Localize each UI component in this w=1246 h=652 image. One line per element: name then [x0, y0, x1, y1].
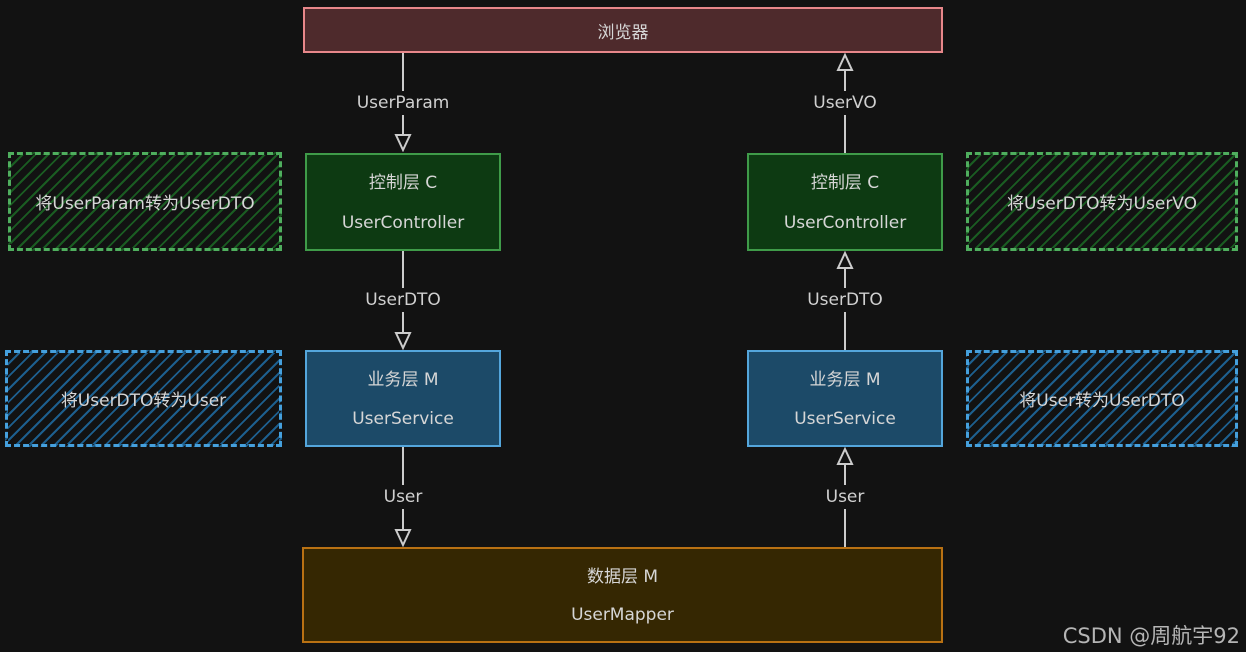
flow-label-user-down: User: [377, 485, 429, 509]
flow-label-uservo: UserVO: [807, 91, 883, 115]
node-browser: 浏览器: [303, 7, 943, 53]
arrowhead-down-icon: [394, 529, 412, 547]
arrowhead-down-icon: [394, 332, 412, 350]
node-component-label: UserController: [341, 213, 465, 233]
arrowhead-up-icon: [836, 53, 854, 71]
note-text: 将UserDTO转为User: [60, 391, 227, 411]
note-text: 将User转为UserDTO: [1019, 391, 1185, 411]
node-mapper: 数据层 M UserMapper: [302, 547, 943, 643]
node-layer-label: 业务层 M: [367, 370, 439, 390]
node-layer-label: 控制层 C: [810, 173, 880, 193]
note-param-to-dto: 将UserParam转为UserDTO: [8, 152, 282, 251]
node-layer-label: 业务层 M: [809, 370, 881, 390]
node-component-label: UserService: [794, 409, 896, 429]
node-component-label: UserService: [352, 409, 454, 429]
node-service-right: 业务层 M UserService: [747, 350, 943, 447]
arrowhead-up-icon: [836, 447, 854, 465]
note-dto-to-user: 将UserDTO转为User: [5, 350, 282, 447]
node-component-label: UserController: [783, 213, 907, 233]
watermark: CSDN @周航宇92: [1062, 624, 1240, 648]
note-text: 将UserDTO转为UserVO: [1006, 194, 1198, 214]
node-controller-right: 控制层 C UserController: [747, 153, 943, 251]
flow-label-userparam: UserParam: [350, 91, 456, 115]
flow-label-user-up: User: [819, 485, 871, 509]
note-user-to-dto: 将User转为UserDTO: [966, 350, 1238, 447]
arrowhead-up-icon: [836, 251, 854, 269]
flow-label-userdto-up: UserDTO: [801, 288, 889, 312]
node-layer-label: 数据层 M: [586, 567, 659, 587]
node-controller-left: 控制层 C UserController: [305, 153, 501, 251]
node-layer-label: 控制层 C: [368, 173, 438, 193]
note-dto-to-vo: 将UserDTO转为UserVO: [966, 152, 1238, 251]
flow-label-userdto-down: UserDTO: [359, 288, 447, 312]
note-text: 将UserParam转为UserDTO: [35, 194, 255, 214]
arrowhead-down-icon: [394, 134, 412, 152]
node-component-label: UserMapper: [571, 605, 674, 625]
node-service-left: 业务层 M UserService: [305, 350, 501, 447]
node-browser-title: 浏览器: [597, 22, 649, 43]
